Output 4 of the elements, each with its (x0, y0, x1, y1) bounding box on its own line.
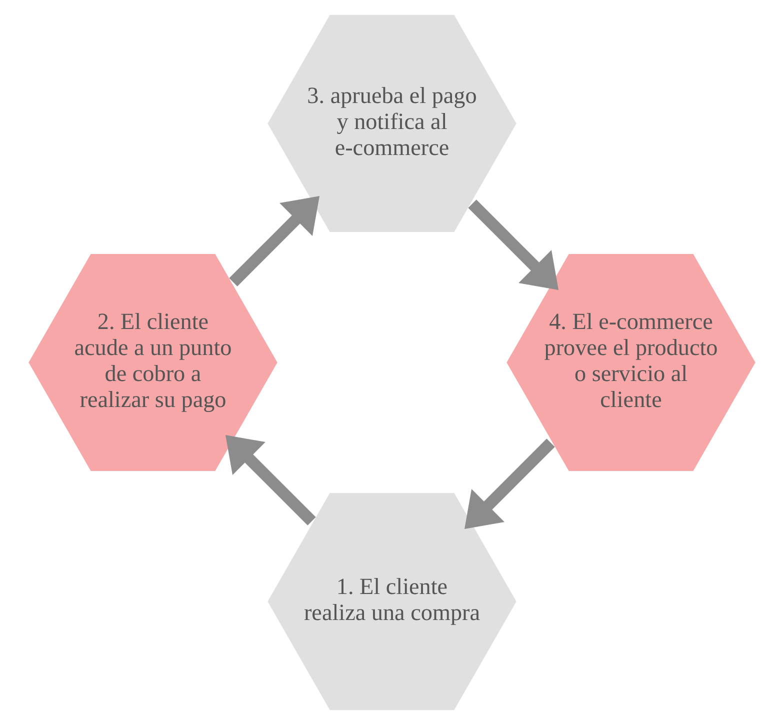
arrow (225, 435, 316, 526)
arrow (464, 438, 555, 530)
arrow (468, 200, 559, 290)
arrow (229, 196, 320, 286)
